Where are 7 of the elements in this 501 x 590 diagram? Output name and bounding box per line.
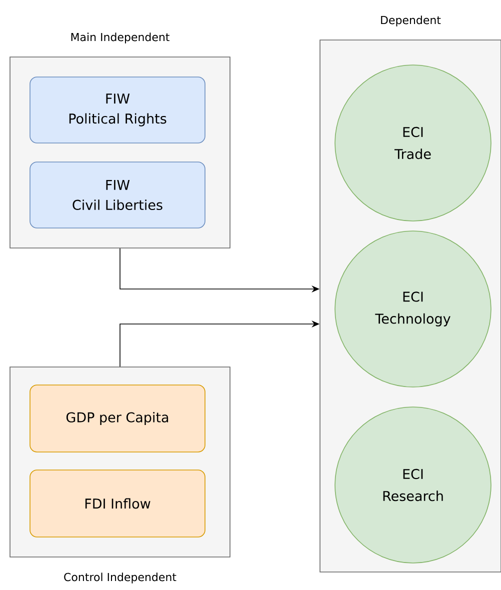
variable-box: GDP per Capita bbox=[30, 384, 206, 452]
variable-box: FDI Inflow bbox=[30, 470, 206, 538]
variable-box: FIW Civil Liberties bbox=[30, 162, 206, 228]
node-label: Dependent bbox=[381, 16, 441, 26]
node-label: Control Independent bbox=[64, 572, 176, 584]
node-label: Main Independent bbox=[71, 32, 170, 44]
variable-box: FIW Political Rights bbox=[30, 76, 206, 144]
